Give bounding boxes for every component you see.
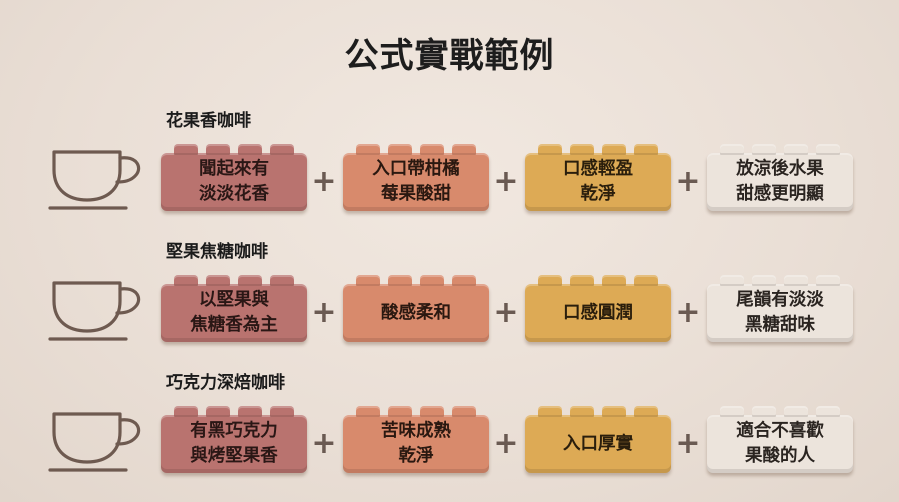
plus-icon: + bbox=[311, 295, 337, 330]
row-label: 巧克力深焙咖啡 bbox=[166, 373, 285, 393]
brick-text: 放涼後水果 甜感更明顯 bbox=[736, 159, 824, 204]
coffee-cup-icon bbox=[48, 150, 141, 210]
flavor-brick-mouthfeel: 入口厚實 bbox=[525, 406, 671, 473]
brick-text: 入口厚實 bbox=[563, 433, 633, 454]
brick-text: 苦味成熟 乾淨 bbox=[381, 421, 451, 466]
flavor-brick-finish: 尾韻有淡淡 黑糖甜味 bbox=[707, 275, 853, 342]
coffee-cup-icon bbox=[48, 412, 141, 472]
brick-text: 酸感柔和 bbox=[381, 302, 451, 323]
brick-text: 以堅果與 焦糖香為主 bbox=[190, 290, 278, 335]
plus-icon: + bbox=[493, 164, 519, 199]
row-label: 花果香咖啡 bbox=[166, 111, 251, 131]
brick-text: 入口帶柑橘 莓果酸甜 bbox=[372, 159, 460, 204]
brick-text: 尾韻有淡淡 黑糖甜味 bbox=[736, 290, 824, 335]
plus-icon: + bbox=[675, 295, 701, 330]
brick-text: 聞起來有 淡淡花香 bbox=[199, 159, 269, 204]
flavor-brick-taste: 苦味成熟 乾淨 bbox=[343, 406, 489, 473]
plus-icon: + bbox=[493, 426, 519, 461]
example-row: 堅果焦糖咖啡 以堅果與 焦糖香為主 + 酸感柔和 + 口感圓潤 + 尾韻有淡淡 … bbox=[0, 237, 899, 367]
brick-text: 適合不喜歡 果酸的人 bbox=[736, 421, 824, 466]
plus-icon: + bbox=[311, 426, 337, 461]
flavor-brick-aroma: 聞起來有 淡淡花香 bbox=[161, 144, 307, 211]
flavor-brick-aroma: 以堅果與 焦糖香為主 bbox=[161, 275, 307, 342]
flavor-brick-finish: 適合不喜歡 果酸的人 bbox=[707, 406, 853, 473]
plus-icon: + bbox=[493, 295, 519, 330]
flavor-brick-aroma: 有黑巧克力 與烤堅果香 bbox=[161, 406, 307, 473]
brick-text: 口感輕盈 乾淨 bbox=[563, 159, 633, 204]
flavor-brick-finish: 放涼後水果 甜感更明顯 bbox=[707, 144, 853, 211]
coffee-cup-icon bbox=[48, 281, 141, 341]
flavor-brick-mouthfeel: 口感圓潤 bbox=[525, 275, 671, 342]
example-row: 花果香咖啡 聞起來有 淡淡花香 + 入口帶柑橘 莓果酸甜 + 口感輕盈 乾淨 +… bbox=[0, 106, 899, 236]
plus-icon: + bbox=[311, 164, 337, 199]
flavor-brick-mouthfeel: 口感輕盈 乾淨 bbox=[525, 144, 671, 211]
example-row: 巧克力深焙咖啡 有黑巧克力 與烤堅果香 + 苦味成熟 乾淨 + 入口厚實 + 適… bbox=[0, 368, 899, 498]
flavor-brick-taste: 酸感柔和 bbox=[343, 275, 489, 342]
brick-text: 口感圓潤 bbox=[563, 302, 633, 323]
plus-icon: + bbox=[675, 426, 701, 461]
flavor-brick-taste: 入口帶柑橘 莓果酸甜 bbox=[343, 144, 489, 211]
plus-icon: + bbox=[675, 164, 701, 199]
page-title: 公式實戰範例 bbox=[344, 36, 555, 76]
row-label: 堅果焦糖咖啡 bbox=[166, 242, 268, 262]
brick-text: 有黑巧克力 與烤堅果香 bbox=[190, 421, 278, 466]
